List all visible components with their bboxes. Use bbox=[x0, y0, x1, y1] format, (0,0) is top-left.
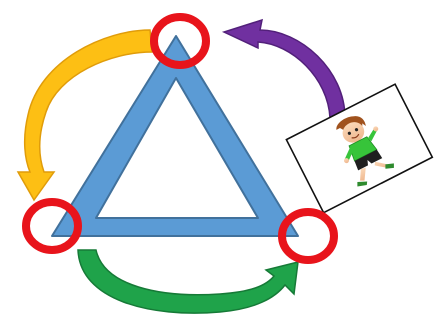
arrow-left-to-right bbox=[78, 250, 298, 313]
arrow-right-to-top bbox=[224, 20, 345, 118]
image-card bbox=[286, 84, 432, 212]
